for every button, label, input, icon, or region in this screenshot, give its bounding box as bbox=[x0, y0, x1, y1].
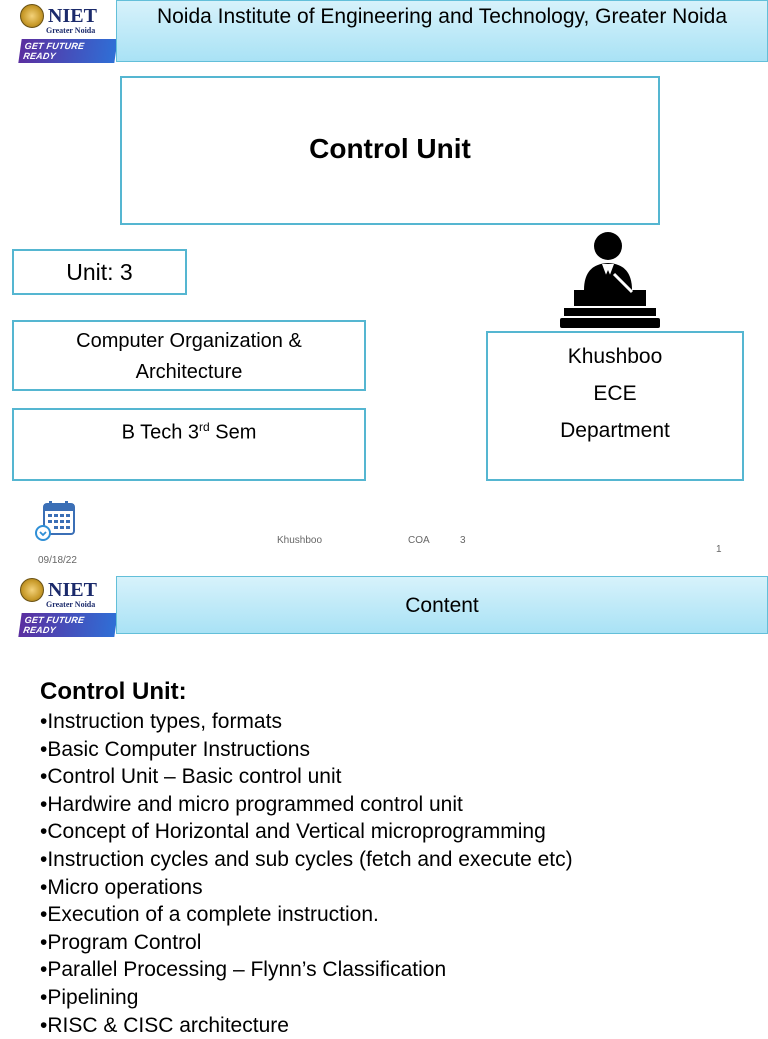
topic-list: •Instruction types, formats •Basic Compu… bbox=[40, 708, 760, 1039]
speaker-podium-icon bbox=[560, 232, 660, 328]
institute-header: Noida Institute of Engineering and Techn… bbox=[116, 0, 768, 62]
emblem-icon bbox=[20, 578, 44, 602]
subject-box: Computer Organization & Architecture bbox=[12, 320, 366, 391]
footer-subject: COA bbox=[408, 535, 430, 546]
presenter-dept: ECE bbox=[593, 382, 637, 405]
presenter-box: Khushboo ECE Department bbox=[486, 331, 744, 481]
niet-logo-2: NIET Greater Noida GET FUTURE READY bbox=[18, 578, 118, 642]
list-item: •Basic Computer Instructions bbox=[40, 737, 310, 761]
list-item: •Program Control bbox=[40, 930, 202, 954]
footer-unit: 3 bbox=[460, 535, 466, 546]
content-header: Content bbox=[116, 576, 768, 634]
list-item: •Micro operations bbox=[40, 875, 203, 899]
list-item: •Instruction types, formats bbox=[40, 710, 282, 733]
list-item: •Hardwire and micro programmed control u… bbox=[40, 792, 463, 816]
list-item: •Concept of Horizontal and Vertical micr… bbox=[40, 820, 546, 844]
slide-title: Control Unit bbox=[309, 132, 471, 164]
list-item: •Pipelining bbox=[40, 985, 139, 1009]
niet-logo: NIET Greater Noida GET FUTURE READY bbox=[18, 4, 118, 68]
emblem-icon bbox=[20, 4, 44, 28]
page-number: 1 bbox=[716, 544, 722, 555]
list-item: •Control Unit – Basic control unit bbox=[40, 765, 342, 789]
list-item: •Instruction cycles and sub cycles (fetc… bbox=[40, 847, 573, 871]
list-item: •RISC & CISC architecture bbox=[40, 1013, 289, 1037]
course-box: B Tech 3rd Sem bbox=[12, 408, 366, 481]
slide-date: 09/18/22 bbox=[38, 555, 77, 566]
unit-box: Unit: 3 bbox=[12, 249, 187, 295]
presenter-dept-label: Department bbox=[560, 419, 670, 442]
list-item: •Parallel Processing – Flynn’s Classific… bbox=[40, 958, 447, 982]
list-item: •Execution of a complete instruction. bbox=[40, 903, 379, 927]
calendar-icon bbox=[35, 501, 75, 541]
content-heading: Control Unit: bbox=[40, 678, 187, 705]
footer-author: Khushboo bbox=[277, 535, 323, 546]
content-body: Control Unit: •Instruction types, format… bbox=[40, 676, 760, 1039]
presenter-name: Khushboo bbox=[567, 345, 663, 368]
title-box: Control Unit bbox=[120, 76, 660, 225]
